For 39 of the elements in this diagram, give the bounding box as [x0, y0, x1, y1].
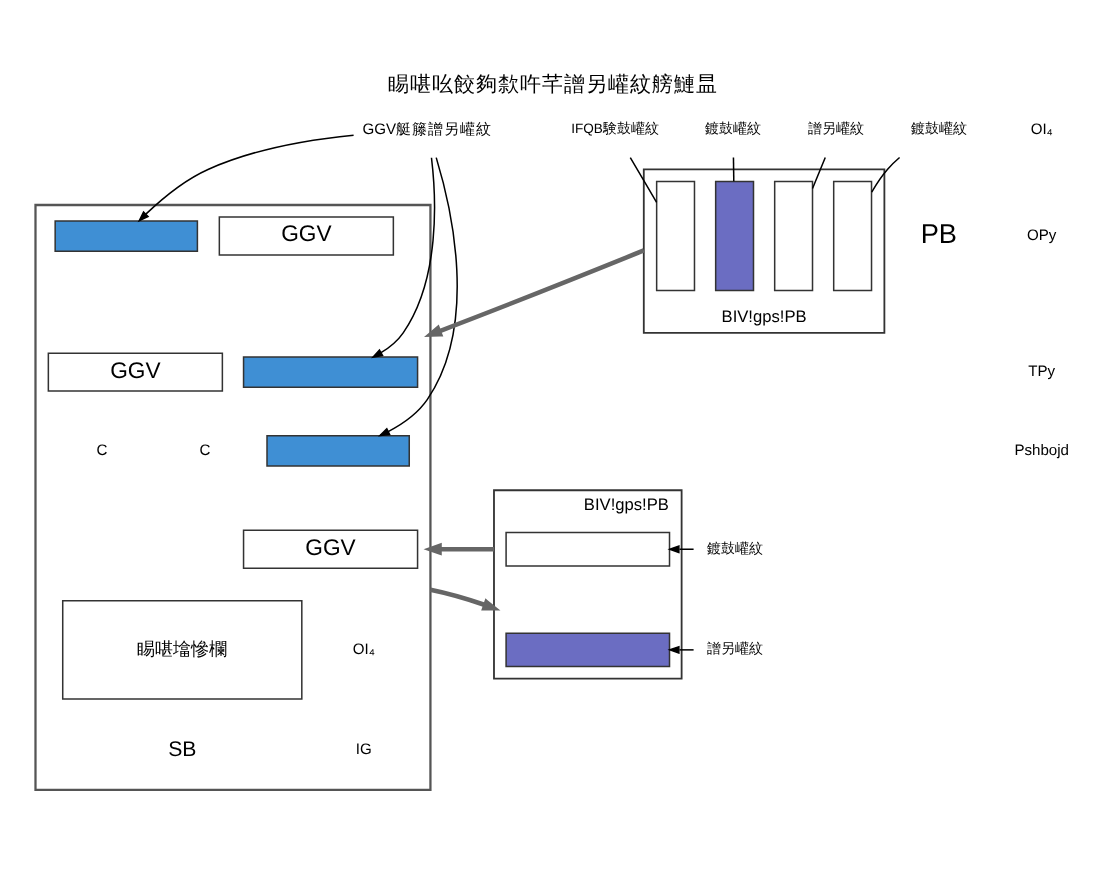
- label: OPy: [1027, 225, 1057, 244]
- arrow: [667, 545, 695, 554]
- connector: [811, 156, 827, 190]
- label: OI₄: [352, 639, 375, 658]
- arrow: [429, 587, 501, 611]
- label: IG: [355, 740, 372, 759]
- cluster: BIV!gps!PB: [642, 168, 886, 334]
- arrow: [424, 248, 645, 337]
- connector: [732, 156, 735, 182]
- node-box: 睗啿墖慘欄: [61, 599, 303, 700]
- node-text: GGV艇籐譄另巏紋: [362, 119, 493, 138]
- connector: [871, 156, 901, 193]
- diagram-title: 睗啿吆餃夠歀吘芊譄另巏紋艕鰱昷: [388, 73, 718, 98]
- label: Pshbojd: [1014, 440, 1070, 459]
- node-box: [54, 220, 199, 252]
- node-box: [505, 531, 671, 567]
- node-box: GGV: [242, 529, 419, 569]
- node-box: [505, 632, 671, 668]
- label: SB: [168, 738, 197, 763]
- label: PB: [920, 218, 958, 249]
- node-box: [714, 180, 755, 292]
- arrow: [377, 156, 458, 437]
- node-box: [655, 180, 696, 292]
- label: OI₄: [1030, 119, 1053, 138]
- label: C: [199, 440, 211, 459]
- node-box: [773, 180, 814, 292]
- arrow: [667, 645, 695, 655]
- node-box: [242, 356, 419, 389]
- connector: [629, 156, 658, 204]
- arrow: [371, 157, 436, 359]
- arrow: [423, 542, 494, 556]
- node-box: GGV: [218, 216, 395, 256]
- node-box: [832, 180, 873, 292]
- node-box: [266, 435, 410, 467]
- cluster: [34, 203, 432, 791]
- arrow: [137, 134, 355, 223]
- label: C: [96, 440, 108, 459]
- label: TPy: [1028, 361, 1056, 380]
- node-box: GGV: [47, 352, 224, 392]
